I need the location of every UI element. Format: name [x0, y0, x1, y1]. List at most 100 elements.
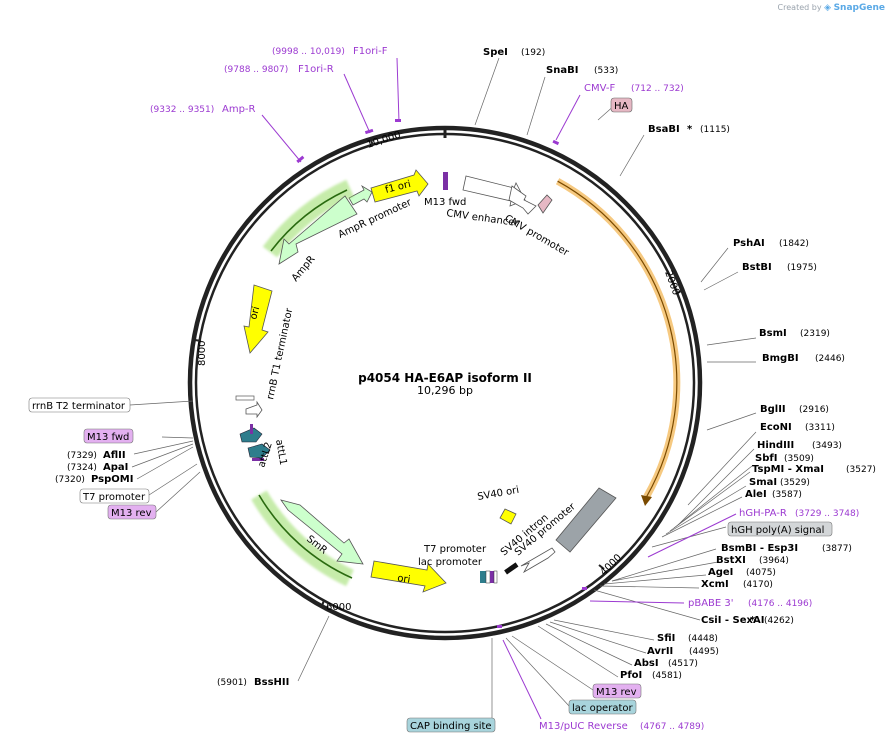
enzyme-tspmi-xmai-pos: (3527) — [846, 465, 876, 475]
enzyme-sfii-name: SfiI — [657, 633, 675, 644]
feature-attl2[interactable]: attL2 — [247, 441, 275, 469]
credit-brand: SnapGene — [833, 3, 885, 13]
primer-m13-puc-reverse-name: M13/pUC Reverse — [539, 721, 628, 732]
enzyme-spei[interactable]: SpeI(192) — [483, 47, 545, 58]
primer-f1ori-f[interactable]: (9998 .. 10,019)F1ori-F — [272, 46, 388, 57]
enzyme-econi[interactable]: EcoNI(3311) — [760, 422, 835, 433]
primer-pbabe-3[interactable]: pBABE 3'(4176 .. 4196) — [688, 598, 812, 609]
enzyme-sfii[interactable]: SfiI(4448) — [657, 633, 718, 644]
enzyme-csii-sexai-star: * — [750, 615, 756, 626]
enzyme-bglii[interactable]: BglII(2916) — [760, 404, 829, 415]
feature-t7-lac-cluster[interactable] — [480, 570, 498, 584]
feature-ori-bottom[interactable]: ori — [370, 560, 447, 593]
feature-f1-ori[interactable]: f1 ori — [370, 169, 429, 203]
enzyme-spei-name: SpeI — [483, 47, 508, 58]
enzyme-bmgbi-name: BmgBI — [762, 353, 799, 364]
box-rrnb-t2[interactable]: rrnB T2 terminator — [28, 397, 131, 413]
enzyme-pfoi-name: PfoI — [620, 670, 642, 681]
enzyme-sbfi-name: SbfI — [755, 453, 777, 464]
feature-ampr[interactable]: AmpR — [262, 179, 358, 284]
enzyme-hindiii-pos: (3493) — [812, 441, 842, 451]
enzyme-alei-pos: (3587) — [772, 490, 802, 500]
box-ha[interactable]: HA — [610, 97, 633, 113]
enzyme-bstxi-name: BstXI — [716, 555, 746, 566]
enzyme-bsabi-star: * — [687, 124, 693, 135]
enzyme-alei[interactable]: AleI(3587) — [745, 489, 802, 500]
enzyme-bsshii[interactable]: (5901)BssHII — [217, 677, 289, 688]
enzyme-bstbi-pos: (1975) — [787, 263, 817, 273]
enzyme-csii-sexai[interactable]: CsiI - SexAI*(4262) — [701, 615, 794, 626]
enzyme-bstbi[interactable]: BstBI (1975) — [742, 262, 817, 273]
enzyme-bsshii-pos: (5901) — [217, 678, 247, 688]
box-lac-operator[interactable]: lac operator — [568, 699, 637, 715]
enzyme-avrii[interactable]: AvrII(4495) — [647, 646, 719, 657]
box-m13-fwd-left-text: M13 fwd — [87, 432, 129, 443]
enzyme-smai[interactable]: SmaI(3529) — [749, 477, 810, 488]
enzyme-absi[interactable]: AbsI(4517) — [634, 658, 698, 669]
enzyme-pspomi[interactable]: (7320)PspOMI — [55, 474, 133, 485]
enzyme-bsabi[interactable]: BsaBI * (1115) — [648, 124, 730, 135]
primer-f1ori-r[interactable]: (9788 .. 9807)F1ori-R — [224, 64, 334, 75]
primer-m13-puc-reverse[interactable]: M13/pUC Reverse (4767 .. 4789) — [539, 721, 704, 732]
enzyme-csii-sexai-pos: (4262) — [764, 616, 794, 626]
enzyme-bsmbi-esp3i[interactable]: BsmBI - Esp3I(3877) — [721, 543, 852, 554]
feature-hgh-polya[interactable] — [555, 487, 617, 553]
primer-cmv-f[interactable]: CMV-F(712 .. 732) — [584, 83, 684, 94]
enzyme-pspomi-pos: (7320) — [55, 475, 85, 485]
boxed-labels: HA hGH poly(A) signal M13 rev lac operat… — [28, 97, 833, 733]
primer-amp-r[interactable]: (9332 .. 9351) Amp-R — [150, 104, 256, 115]
box-m13-rev-right[interactable]: M13 rev — [592, 683, 642, 699]
box-t7-promoter-left[interactable]: T7 promoter — [79, 488, 150, 504]
feature-sv40-ori[interactable]: SV40 ori — [477, 485, 520, 525]
enzyme-apai-pos: (7324) — [67, 463, 97, 473]
primer-pbabe-3-range: (4176 .. 4196) — [748, 599, 812, 609]
label-t7-promoter: T7 promoter — [423, 544, 487, 555]
enzyme-bmgbi[interactable]: BmgBI(2446) — [762, 353, 845, 364]
enzyme-xcmi-pos: (4170) — [743, 580, 773, 590]
box-cap-binding-site[interactable]: CAP binding site — [406, 717, 496, 733]
orf-e6ap-arc[interactable] — [555, 178, 681, 506]
tick-label-10000: 10,000 — [366, 130, 403, 151]
primer-f1ori-f-range: (9998 .. 10,019) — [272, 47, 345, 57]
primer-amp-r-range: (9332 .. 9351) — [150, 105, 214, 115]
enzyme-apai[interactable]: (7324)ApaI — [67, 462, 128, 473]
enzyme-bsabi-name: BsaBI — [648, 124, 680, 135]
enzyme-tspmi-xmai[interactable]: TspMI - XmaI(3527) — [752, 464, 876, 475]
enzyme-bsmi[interactable]: BsmI(2319) — [759, 328, 830, 339]
primer-hgh-pa-r-name: hGH-PA-R — [739, 508, 787, 519]
box-m13-rev-right-text: M13 rev — [596, 687, 637, 698]
enzyme-aflii[interactable]: (7329)AflII — [67, 450, 126, 461]
enzyme-pfoi[interactable]: PfoI (4581) — [620, 670, 682, 681]
enzyme-bsabi-pos: (1115) — [700, 125, 730, 135]
enzyme-pshai[interactable]: PshAI(1842) — [733, 238, 809, 249]
feature-cmv-promoter[interactable]: CMV promoter — [503, 185, 572, 259]
enzyme-agei[interactable]: AgeI(4075) — [708, 567, 776, 578]
plasmid-length: 10,296 bp — [417, 384, 473, 397]
feature-ori-left[interactable]: ori — [243, 284, 273, 354]
enzyme-smai-pos: (3529) — [780, 478, 810, 488]
primer-cmv-f-name: CMV-F — [584, 83, 615, 94]
primer-m13-puc-reverse-range: (4767 .. 4789) — [640, 722, 704, 732]
enzyme-bstxi[interactable]: BstXI(3964) — [716, 555, 789, 566]
enzyme-snabi[interactable]: SnaBI(533) — [546, 65, 618, 76]
feature-m13-fwd-top[interactable]: M13 fwd — [424, 172, 466, 208]
label-cmv-promoter: CMV promoter — [503, 213, 572, 259]
enzyme-bstbi-name: BstBI — [742, 262, 772, 273]
enzyme-bsmbi-esp3i-pos: (3877) — [822, 544, 852, 554]
enzyme-avrii-pos: (4495) — [689, 647, 719, 657]
label-attl1: attL1 — [273, 439, 288, 466]
box-m13-fwd-left[interactable]: M13 fwd — [83, 428, 134, 444]
enzyme-hindiii[interactable]: HindIII(3493) — [757, 440, 842, 451]
box-m13-rev-left[interactable]: M13 rev — [107, 504, 157, 520]
feature-attl1[interactable]: attL1 — [239, 424, 288, 466]
primer-amp-r-name: Amp-R — [222, 104, 256, 115]
enzyme-sbfi[interactable]: SbfI (3509) — [755, 453, 814, 464]
box-hgh-polya[interactable]: hGH poly(A) signal — [727, 521, 833, 537]
enzyme-sbfi-pos: (3509) — [784, 454, 814, 464]
enzyme-pfoi-pos: (4581) — [652, 671, 682, 681]
enzyme-xcmi-name: XcmI — [701, 579, 729, 590]
primer-hgh-pa-r[interactable]: hGH-PA-R(3729 .. 3748) — [739, 508, 859, 519]
feature-rrnb-t1[interactable] — [235, 395, 263, 419]
enzyme-xcmi[interactable]: XcmI (4170) — [701, 579, 773, 590]
